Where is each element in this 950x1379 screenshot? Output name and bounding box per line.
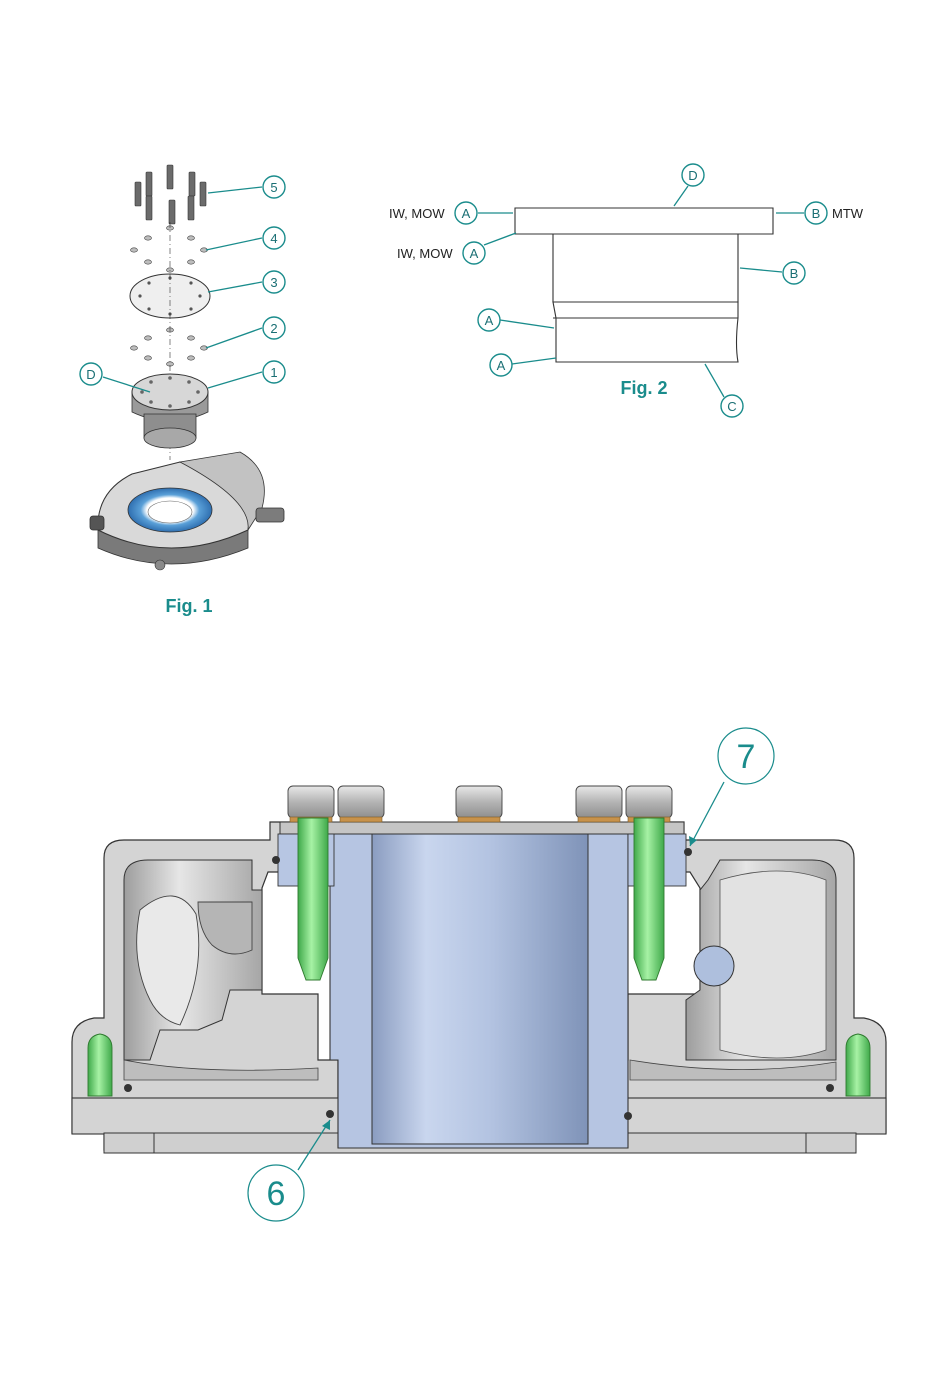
svg-text:5: 5 (270, 180, 277, 195)
svg-text:6: 6 (267, 1175, 286, 1213)
figure-2-caption: Fig. 2 (620, 378, 667, 398)
callout-7: 7 (689, 728, 774, 846)
svg-text:A: A (485, 313, 494, 328)
svg-text:2: 2 (270, 321, 277, 336)
callout-2-b-body: B (740, 262, 805, 284)
label-iw-mow-top: IW, MOW (389, 206, 445, 221)
bolt-heads (288, 786, 672, 822)
figure-1-caption: Fig. 1 (165, 596, 212, 616)
callout-2-b-top: B MTW (776, 202, 864, 224)
label-mtw: MTW (832, 206, 864, 221)
callout-3: 3 (208, 271, 285, 293)
bushing-profile (515, 208, 773, 362)
figure-1-exploded-view: 5 4 3 2 1 D Fig. 1 (80, 165, 285, 616)
figure-3-section-view: 7 6 (72, 728, 886, 1221)
bolt-set (135, 165, 206, 224)
svg-text:4: 4 (270, 231, 277, 246)
svg-text:D: D (688, 168, 697, 183)
svg-text:A: A (497, 358, 506, 373)
svg-text:A: A (462, 206, 471, 221)
washer-set (131, 226, 208, 272)
figure-2-bushing-outline: D A IW, MOW A IW, MOW B MTW B A (389, 164, 864, 417)
svg-text:3: 3 (270, 275, 277, 290)
svg-text:B: B (790, 266, 799, 281)
callout-2-a-lower2: A (490, 354, 556, 376)
svg-text:C: C (727, 399, 736, 414)
label-iw-mow-flange: IW, MOW (397, 246, 453, 261)
callout-2-a-lower1: A (478, 309, 554, 331)
callout-2-a-flange: A IW, MOW (397, 233, 516, 264)
callout-2-a-top: A IW, MOW (389, 202, 513, 224)
callout-2: 2 (206, 317, 285, 348)
drive-bushing (132, 374, 208, 448)
o-ring-set (131, 328, 208, 366)
callout-4: 4 (206, 227, 285, 250)
callout-1: 1 (208, 361, 285, 388)
callout-5: 5 (208, 176, 285, 198)
bushing-section (278, 822, 686, 1148)
svg-text:A: A (470, 246, 479, 261)
svg-text:1: 1 (270, 365, 277, 380)
callout-2-c: C (705, 364, 743, 417)
svg-text:D: D (86, 367, 95, 382)
gearbox-housing (90, 452, 284, 570)
svg-text:7: 7 (737, 738, 756, 776)
svg-text:B: B (812, 206, 821, 221)
callout-2-d: D (674, 164, 704, 206)
